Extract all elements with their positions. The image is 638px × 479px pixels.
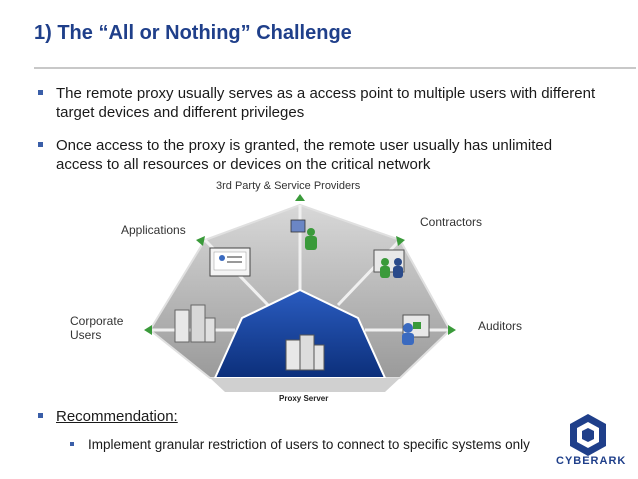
label-proxy-server: Proxy Server <box>279 394 329 403</box>
label-applications: Applications <box>121 223 186 237</box>
bullet-marker <box>38 90 43 95</box>
bullet-1-text: The remote proxy usually serves as a acc… <box>56 85 596 121</box>
arrow-top-icon <box>295 194 305 201</box>
label-third-party: 3rd Party & Service Providers <box>216 180 361 192</box>
auditors-icon <box>402 314 430 345</box>
bullet-2-text: Once access to the proxy is granted, the… <box>56 137 553 173</box>
bullet-marker <box>38 413 43 418</box>
contractors-group-icon <box>373 249 405 278</box>
arrow-auditors-icon <box>448 325 456 335</box>
label-corporate-users: Corporate Users <box>70 314 124 342</box>
provider-figure-icon <box>290 219 317 250</box>
arrow-applications-icon <box>196 236 205 246</box>
label-auditors: Auditors <box>478 319 523 333</box>
label-contractors: Contractors <box>420 215 483 229</box>
diagram-base <box>210 378 400 392</box>
recommendation-text: Recommendation: <box>56 408 178 425</box>
corporate-servers-icon <box>174 304 216 343</box>
arrow-corporate-icon <box>144 325 152 335</box>
bullet-1: The remote proxy usually serves as a acc… <box>38 84 598 122</box>
bullet-2: Once access to the proxy is granted, the… <box>38 136 598 174</box>
bullet-marker <box>38 142 43 147</box>
proxy-server-icon <box>285 334 325 371</box>
bullet-recommendation: Recommendation: <box>38 407 598 426</box>
cyberark-logo-icon <box>570 414 606 456</box>
cyberark-logo-text: CYBERARK <box>556 455 627 467</box>
sub-bullet: Implement granular restriction of users … <box>70 436 580 453</box>
sub-bullet-text: Implement granular restriction of users … <box>88 437 530 452</box>
title-divider <box>34 67 636 69</box>
slide-title: 1) The “All or Nothing” Challenge <box>34 22 352 44</box>
arrow-contractors-icon <box>396 236 405 246</box>
sub-bullet-marker <box>70 442 74 446</box>
applications-monitor-icon <box>209 247 251 277</box>
